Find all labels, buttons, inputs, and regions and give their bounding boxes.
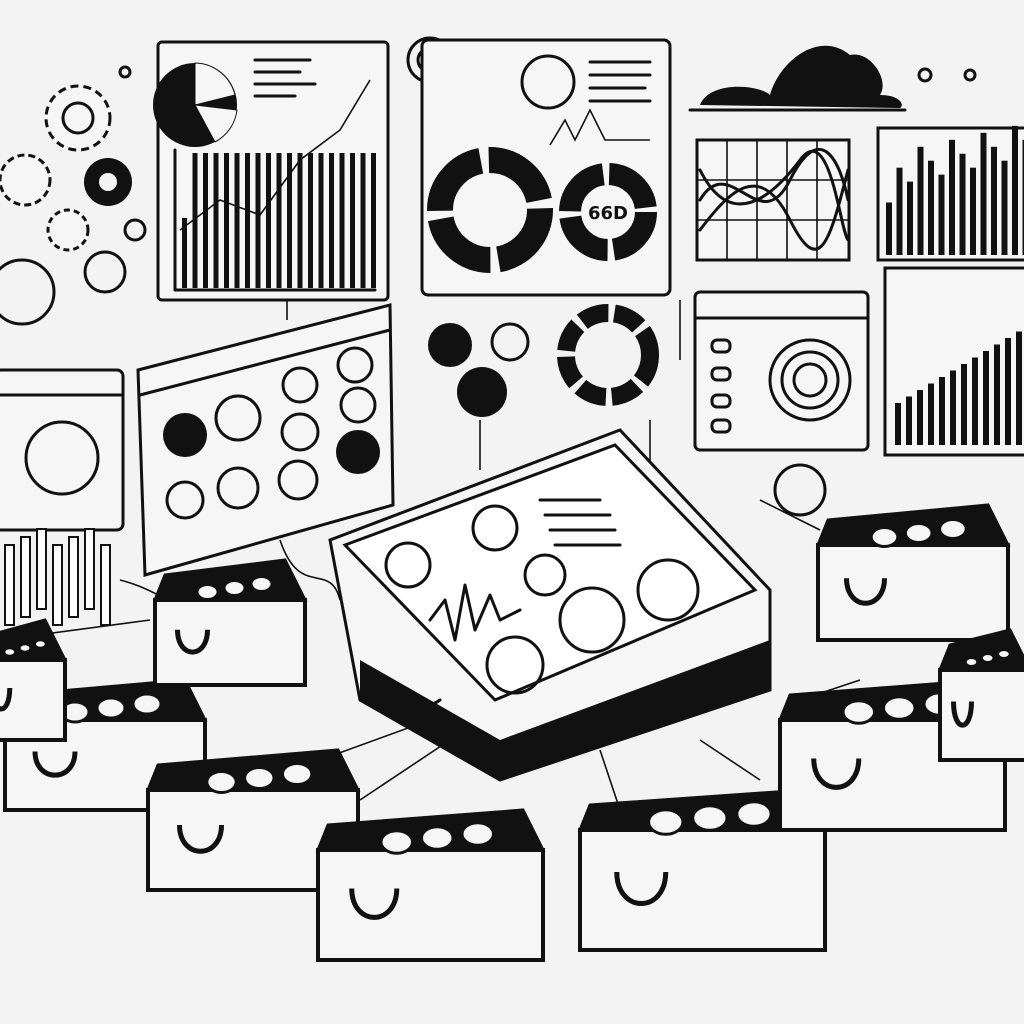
coin-stack [996, 648, 1012, 660]
bar [308, 153, 313, 288]
donut-label: 66D [588, 203, 628, 224]
coin-stack [963, 656, 980, 668]
small-suitcase [152, 558, 308, 687]
coin-stack [131, 692, 163, 716]
bar [917, 390, 923, 445]
bar [983, 351, 989, 445]
coin-stack [379, 829, 414, 855]
bar [980, 132, 987, 255]
bar [896, 167, 903, 255]
bar [991, 146, 997, 255]
coin-stack [647, 808, 685, 836]
bar [928, 383, 934, 445]
coin-stack [460, 821, 495, 847]
bar [959, 153, 966, 255]
test-tube [68, 536, 79, 618]
small-suitcase [815, 503, 1011, 642]
coin-stack [938, 518, 968, 540]
small-suitcase [937, 628, 1024, 762]
bar [276, 153, 282, 288]
bar [906, 396, 912, 445]
small-suitcase [0, 618, 68, 742]
bar [1016, 331, 1022, 445]
coin-stack [205, 770, 238, 794]
bar [287, 153, 292, 288]
bar [950, 370, 956, 445]
bar [1012, 125, 1018, 256]
bar [350, 153, 355, 288]
bar [895, 403, 901, 445]
bar [886, 202, 892, 255]
bar [360, 153, 366, 288]
bar [245, 153, 250, 288]
coin-stack [420, 825, 455, 851]
bar [1022, 139, 1024, 255]
bar [994, 344, 1000, 445]
bar [961, 364, 967, 445]
bar [939, 377, 945, 445]
bar [182, 218, 187, 288]
coin-stack [979, 652, 996, 664]
bar [949, 139, 955, 255]
bar [928, 160, 934, 255]
coin-stack [691, 804, 729, 832]
bar [266, 153, 271, 288]
suitcase-small [0, 503, 1024, 962]
test-tube [84, 528, 95, 610]
test-tube [20, 536, 31, 618]
test-tube [36, 528, 47, 610]
coin-stack [869, 526, 900, 548]
bar [339, 153, 345, 288]
bar-chart-panel-right [883, 266, 1024, 457]
test-tube [100, 544, 111, 626]
coin-stack [32, 638, 48, 650]
small-suitcase [315, 808, 546, 962]
app-window-icons [136, 303, 395, 577]
bar [224, 153, 229, 288]
coin-stack [222, 579, 247, 597]
coin-stack [841, 699, 876, 725]
donut-chart-panel: 66D [406, 36, 672, 297]
bar-chart-panel-top-right [876, 125, 1024, 262]
bar [907, 181, 913, 255]
app-window-right [693, 290, 870, 452]
coin-stack [280, 762, 314, 786]
bar [192, 153, 198, 288]
bar-chart-panel-top-left [153, 40, 390, 302]
bar [1001, 160, 1008, 255]
decorative-circles [118, 65, 977, 517]
coin-stack [735, 800, 773, 828]
coin-stack [903, 522, 934, 544]
test-tube [52, 544, 63, 626]
coin-stack [243, 766, 276, 790]
coin-stack [882, 695, 917, 721]
main-open-suitcase [328, 428, 772, 782]
coin-stack [2, 646, 18, 658]
cloud-icon [700, 45, 902, 108]
bar [234, 153, 240, 288]
bar [297, 153, 303, 288]
bar [203, 153, 208, 288]
coin-stack [95, 696, 127, 720]
bar [371, 153, 376, 288]
bar [329, 153, 334, 288]
bar [972, 357, 978, 445]
coin-stack [195, 583, 220, 601]
bar [917, 146, 924, 255]
bar [1005, 338, 1011, 445]
test-tube [4, 544, 15, 626]
bar [318, 153, 324, 288]
gear-icons [0, 84, 147, 326]
bar [970, 167, 976, 255]
line-chart-panel [695, 138, 851, 262]
coin-stack [17, 642, 33, 654]
bar [213, 153, 219, 288]
app-window-left-small [0, 368, 125, 626]
bar [938, 174, 945, 255]
coin-stack [249, 575, 274, 593]
bar [255, 153, 261, 288]
